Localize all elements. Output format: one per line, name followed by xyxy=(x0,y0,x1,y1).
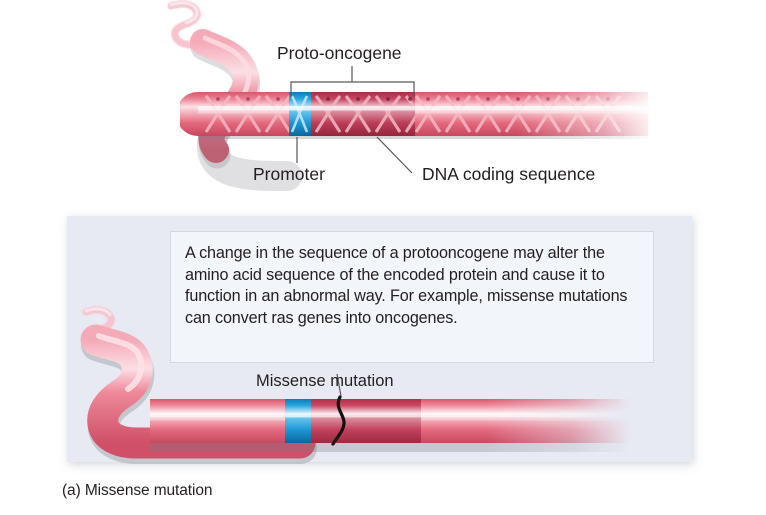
top-strand-tip xyxy=(167,0,209,49)
proto-oncogene-label: Proto-oncogene xyxy=(277,43,402,63)
bottom-dna-strand xyxy=(80,306,630,464)
bottom-coding-segment xyxy=(311,399,421,443)
missense-mutation-leader xyxy=(336,373,342,397)
bottom-strand-body xyxy=(150,399,630,452)
figure-caption: (a) Missense mutation xyxy=(62,482,213,499)
dna-coding-leader xyxy=(376,136,413,174)
top-strand-body xyxy=(176,92,648,139)
missense-mutation-label: Missense mutation xyxy=(256,372,394,390)
dna-coding-sequence-label: DNA coding sequence xyxy=(422,164,596,184)
top-dna-strand xyxy=(167,0,648,191)
missense-mutation-mark xyxy=(331,395,346,446)
bottom-strand-hook xyxy=(80,324,317,464)
top-strand-elbow xyxy=(196,117,302,191)
top-strand-elbow-tube xyxy=(215,128,218,150)
callout-textbox: A change in the sequence of a protooncog… xyxy=(170,231,654,363)
bottom-promoter-segment xyxy=(285,399,311,443)
bottom-annotations xyxy=(336,373,342,397)
callout-body-text: A change in the sequence of a protooncog… xyxy=(185,244,628,327)
promoter-label: Promoter xyxy=(253,164,325,184)
top-annotations xyxy=(290,66,415,174)
